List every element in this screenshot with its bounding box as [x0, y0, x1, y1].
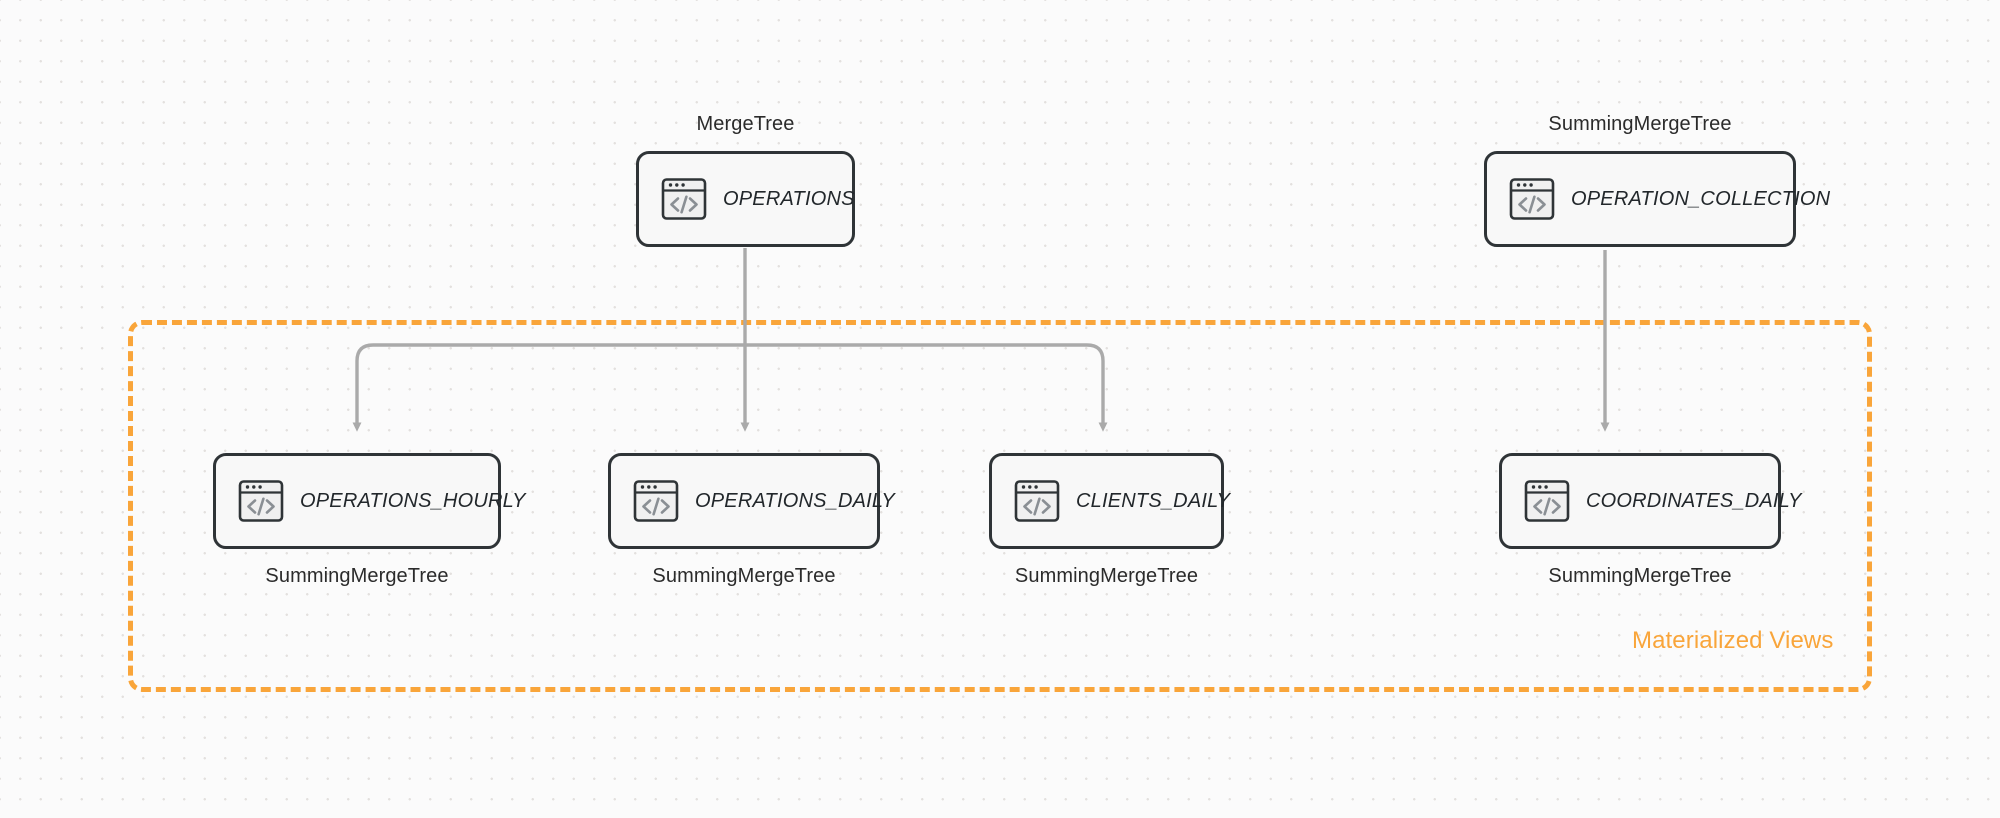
code-window-icon [633, 480, 679, 522]
code-window-icon [1014, 480, 1060, 522]
materialized-views-group-label: Materialized Views [1632, 627, 1834, 654]
engine-caption-coordinates_daily: SummingMergeTree [1548, 565, 1732, 587]
node-operations_daily[interactable]: OPERATIONS_DAILY [608, 453, 895, 549]
engine-caption-operations_daily: SummingMergeTree [652, 565, 836, 587]
code-window-icon [238, 480, 284, 522]
node-label: OPERATION_COLLECTION [1571, 187, 1831, 210]
engine-caption-clients_daily: SummingMergeTree [1014, 565, 1199, 587]
engine-caption-operations: MergeTree [696, 113, 795, 135]
node-operation_collection[interactable]: OPERATION_COLLECTION [1484, 151, 1830, 247]
node-label: CLIENTS_DAILY [1076, 489, 1231, 512]
materialized-views-group [128, 320, 1872, 692]
node-label: OPERATIONS [723, 187, 855, 210]
node-operations[interactable]: OPERATIONS [636, 151, 855, 247]
node-label: COORDINATES_DAILY [1586, 489, 1802, 512]
engine-caption-operations_hourly: SummingMergeTree [265, 565, 449, 587]
engine-caption-operation_collection: SummingMergeTree [1548, 113, 1732, 135]
node-operations_hourly[interactable]: OPERATIONS_HOURLY [213, 453, 525, 549]
code-window-icon [1509, 178, 1555, 220]
code-window-icon [661, 178, 707, 220]
node-clients_daily[interactable]: CLIENTS_DAILY [989, 453, 1230, 549]
node-label: OPERATIONS_HOURLY [300, 489, 526, 512]
code-window-icon [1524, 480, 1570, 522]
node-label: OPERATIONS_DAILY [695, 489, 895, 512]
node-coordinates_daily[interactable]: COORDINATES_DAILY [1499, 453, 1801, 549]
